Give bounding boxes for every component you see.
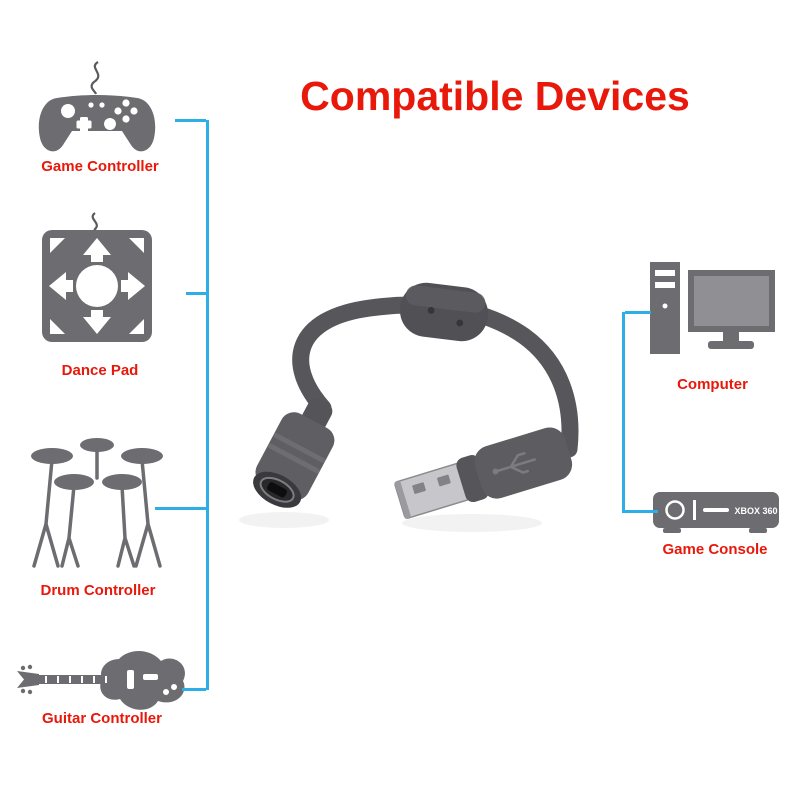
guitar-controller-label: Guitar Controller (41, 710, 162, 727)
drum-controller-label: Drum Controller (40, 582, 156, 599)
game-console-label: Game Console (662, 541, 768, 558)
power-button-ring (665, 500, 685, 520)
page-title: Compatible Devices (300, 73, 690, 119)
right-connector-vline (622, 312, 625, 513)
computer-tick (625, 311, 651, 314)
computer-icon (650, 262, 775, 354)
left-connector-vline (206, 120, 209, 690)
dance-pad-label: Dance Pad (61, 362, 139, 379)
game-console-tick (625, 510, 658, 513)
disc-tray-slot (703, 508, 729, 512)
guitar-controller-tick (182, 688, 206, 691)
game-controller-icon (38, 61, 156, 152)
ferrite-bead (400, 282, 488, 342)
usb-breakaway-cable-photo (239, 282, 579, 532)
usb-plug (394, 427, 573, 519)
dance-pad-tick (186, 292, 206, 295)
guitar-controller-icon (17, 651, 185, 710)
game-controller-tick (175, 119, 206, 122)
computer-label: Computer (677, 376, 748, 393)
cable-squiggle (91, 212, 98, 231)
drum-controller-icon (31, 438, 163, 568)
cable-squiggle (90, 61, 100, 95)
game-console-icon: XBOX 360 (653, 492, 779, 533)
game-controller-label: Game Controller (41, 158, 159, 175)
drum-controller-tick (155, 507, 206, 510)
usb-trident-emboss (495, 451, 537, 474)
breakaway-connector (253, 398, 335, 508)
dance-pad-icon (42, 212, 152, 342)
console-brand-text: XBOX 360 (734, 506, 777, 516)
